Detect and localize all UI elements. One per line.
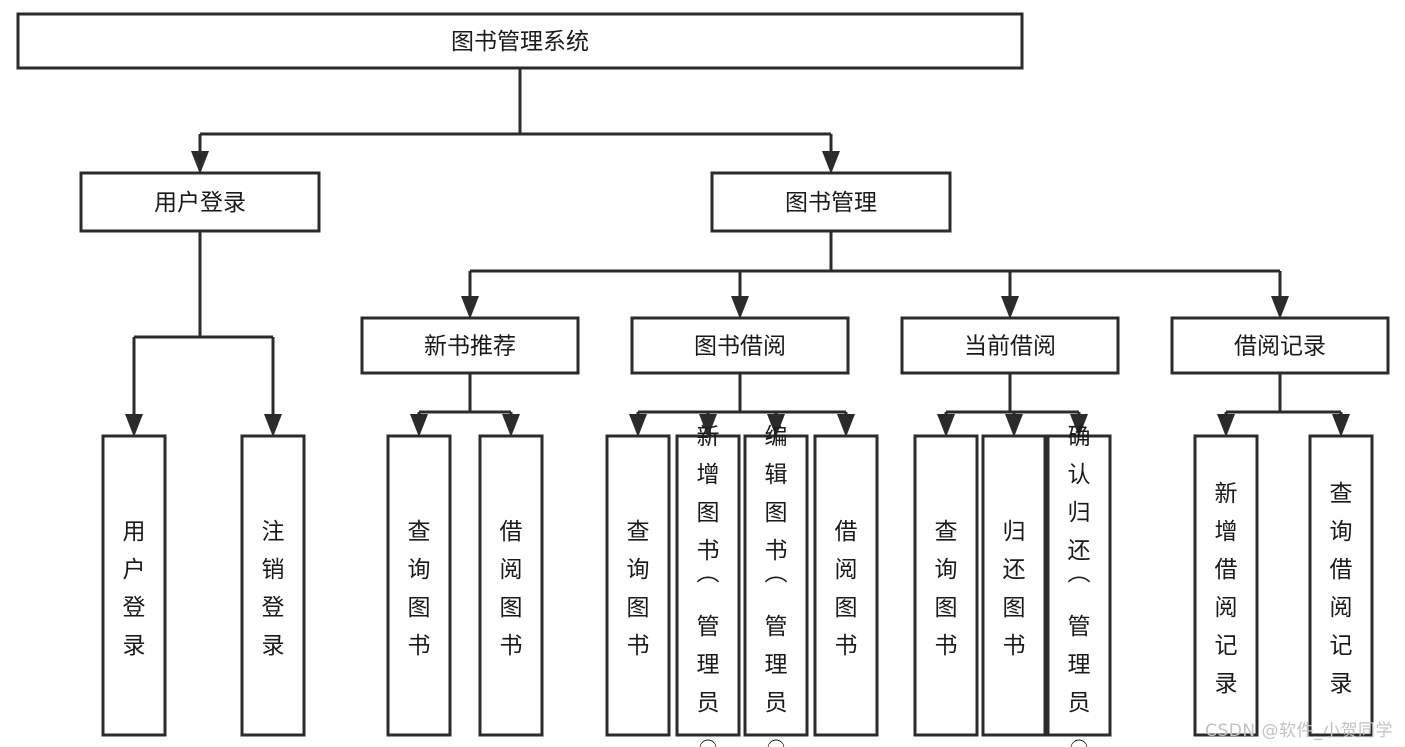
edge-l2_0-to-leaf_1	[264, 337, 282, 437]
node-box-l3_2[interactable]	[900, 316, 1120, 375]
node-label-leaf_6: 编辑图书⌒管理员⌓	[765, 424, 788, 747]
edge-l3_1-to-leaf_7	[837, 412, 855, 437]
node-leaf_8[interactable]: 查询图书	[913, 434, 979, 737]
node-label-l3_2: 当前借阅	[964, 334, 1056, 360]
node-box-leaf_0[interactable]	[101, 434, 167, 737]
node-label-l3_3: 借阅记录	[1234, 334, 1326, 360]
node-leaf_1[interactable]: 注销登录	[240, 434, 306, 737]
node-label-root: 图书管理系统	[451, 29, 589, 55]
node-box-leaf_7[interactable]	[813, 434, 879, 737]
edge-l3_2-to-leaf_8	[937, 412, 955, 437]
node-leaf_12[interactable]: 查询借阅记录	[1308, 434, 1374, 737]
node-leaf_0[interactable]: 用户登录	[101, 434, 167, 737]
borrow-record-rail	[1226, 373, 1341, 414]
node-box-l3_3[interactable]	[1170, 316, 1390, 375]
node-label-leaf_10: 确认归还⌒管理员⌓	[1068, 424, 1091, 747]
edge-l2_1-to-l3_1	[731, 271, 749, 319]
edge-l3_3-to-leaf_12	[1332, 412, 1350, 437]
node-leaf_4[interactable]: 查询图书	[605, 434, 671, 737]
node-box-leaf_10[interactable]	[1046, 434, 1112, 737]
edge-l3_0-to-leaf_2	[410, 412, 428, 437]
node-label-l2_1: 图书管理	[785, 190, 877, 216]
edge-l3_3-to-leaf_11	[1217, 412, 1235, 437]
edge-root-to-l2_1	[822, 134, 840, 174]
connector-layer	[125, 68, 1350, 437]
node-label-l3_0: 新书推荐	[424, 334, 516, 360]
node-box-l3_1[interactable]	[630, 316, 850, 375]
edge-root-to-l2_0	[191, 134, 209, 174]
node-box-l3_0[interactable]	[360, 316, 580, 375]
edge-l3_1-to-leaf_6	[767, 412, 785, 437]
node-box-leaf_1[interactable]	[240, 434, 306, 737]
node-label-leaf_11: 新增借阅记录	[1215, 481, 1238, 697]
node-box-leaf_2[interactable]	[386, 434, 452, 737]
borrow-book-rail	[638, 373, 846, 414]
node-leaf_5[interactable]: 新增图书⌒管理员⌓	[675, 424, 741, 747]
edge-l3_1-to-leaf_4	[629, 412, 647, 437]
edge-l3_2-to-leaf_10	[1070, 412, 1088, 437]
node-box-l2_1[interactable]	[710, 171, 952, 233]
node-label-leaf_2: 查询图书	[408, 519, 431, 659]
node-leaf_9[interactable]: 归还图书	[981, 434, 1047, 737]
node-label-leaf_5: 新增图书⌒管理员⌓	[697, 424, 720, 747]
edge-l3_1-to-leaf_5	[699, 412, 717, 437]
node-leaf_2[interactable]: 查询图书	[386, 434, 452, 737]
node-box-leaf_6[interactable]	[743, 434, 809, 737]
node-box-leaf_12[interactable]	[1308, 434, 1374, 737]
node-label-leaf_3: 借阅图书	[500, 519, 523, 659]
node-leaf_7[interactable]: 借阅图书	[813, 434, 879, 737]
root-rail	[200, 68, 831, 136]
edge-l2_1-to-l3_3	[1271, 271, 1289, 319]
node-l2_1[interactable]: 图书管理	[710, 171, 952, 233]
edge-l2_1-to-l3_0	[461, 271, 479, 319]
node-l3_0[interactable]: 新书推荐	[360, 316, 580, 375]
node-leaf_11[interactable]: 新增借阅记录	[1193, 434, 1259, 737]
node-leaf_3[interactable]: 借阅图书	[478, 434, 544, 737]
node-root[interactable]: 图书管理系统	[16, 12, 1024, 70]
edge-l3_2-to-leaf_9	[1005, 412, 1023, 437]
node-label-leaf_4: 查询图书	[627, 519, 650, 659]
new-book-rail	[419, 373, 511, 414]
edge-l2_1-to-l3_2	[1001, 271, 1019, 319]
node-label-l2_0: 用户登录	[154, 190, 246, 216]
node-l3_2[interactable]: 当前借阅	[900, 316, 1120, 375]
node-box-leaf_9[interactable]	[981, 434, 1047, 737]
node-leaf_10[interactable]: 确认归还⌒管理员⌓	[1046, 424, 1112, 747]
node-box-leaf_4[interactable]	[605, 434, 671, 737]
node-l2_0[interactable]: 用户登录	[79, 171, 321, 233]
book-manage-rail	[470, 231, 1280, 273]
node-label-l3_1: 图书借阅	[694, 334, 786, 360]
user-login-rail	[134, 231, 273, 339]
node-label-leaf_7: 借阅图书	[835, 519, 858, 659]
node-box-leaf_11[interactable]	[1193, 434, 1259, 737]
node-layer: 图书管理系统用户登录图书管理新书推荐图书借阅当前借阅借阅记录用户登录注销登录查询…	[16, 12, 1390, 747]
node-box-leaf_8[interactable]	[913, 434, 979, 737]
node-l3_3[interactable]: 借阅记录	[1170, 316, 1390, 375]
node-label-leaf_0: 用户登录	[123, 519, 146, 659]
node-l3_1[interactable]: 图书借阅	[630, 316, 850, 375]
node-box-root[interactable]	[16, 12, 1024, 70]
node-box-leaf_3[interactable]	[478, 434, 544, 737]
node-box-leaf_5[interactable]	[675, 434, 741, 737]
node-label-leaf_12: 查询借阅记录	[1330, 481, 1353, 697]
edge-l2_0-to-leaf_0	[125, 337, 143, 437]
node-label-leaf_8: 查询图书	[935, 519, 958, 659]
node-leaf_6[interactable]: 编辑图书⌒管理员⌓	[743, 424, 809, 747]
node-label-leaf_1: 注销登录	[262, 519, 285, 659]
node-box-l2_0[interactable]	[79, 171, 321, 233]
node-label-leaf_9: 归还图书	[1003, 519, 1026, 659]
edge-l3_0-to-leaf_3	[502, 412, 520, 437]
csdn-watermark: CSDN @软件_小贺同学	[1205, 721, 1393, 741]
current-borrow-rail	[946, 373, 1079, 414]
